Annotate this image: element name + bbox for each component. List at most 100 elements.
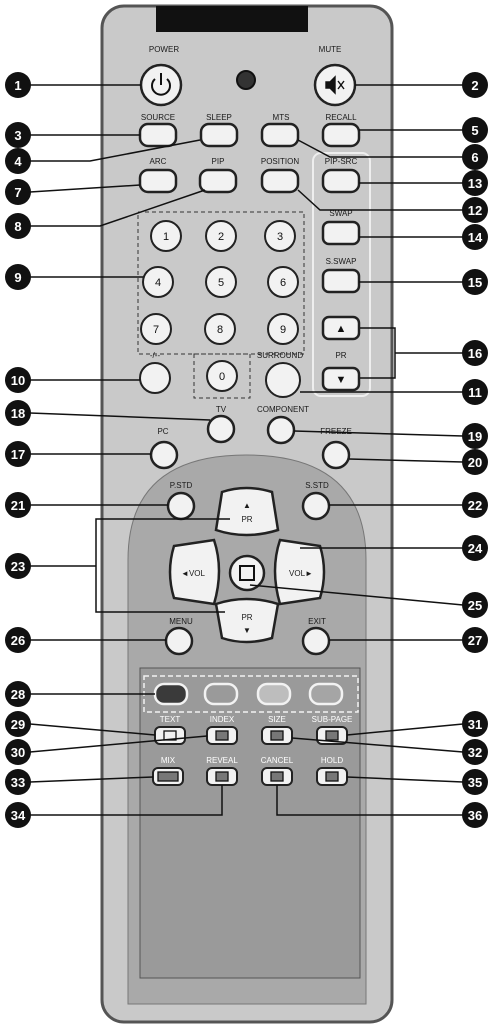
text-label: TEXT: [160, 715, 181, 724]
callout-14: 14: [462, 224, 488, 250]
recall-button[interactable]: [321, 122, 361, 148]
callout-9: 9: [5, 264, 31, 290]
digit-2-button[interactable]: [205, 220, 237, 252]
digit-5-button[interactable]: [205, 266, 237, 298]
callout-32: 32: [462, 739, 488, 765]
pr-up-nav-label: PR: [241, 515, 252, 524]
exit-button[interactable]: [301, 626, 331, 656]
digit-4-button[interactable]: [142, 266, 174, 298]
p-std-button[interactable]: [166, 491, 196, 521]
pr-up-button[interactable]: [321, 315, 361, 341]
svg-text:18: 18: [11, 406, 25, 421]
dash-label: -/--: [150, 351, 161, 360]
svg-text:11: 11: [468, 385, 482, 400]
green-key[interactable]: [203, 682, 239, 706]
cancel-icon: [270, 771, 284, 782]
exit-label: EXIT: [308, 617, 326, 626]
callout-3: 3: [5, 122, 31, 148]
callout-34: 34: [5, 802, 31, 828]
callout-20: 20: [462, 449, 488, 475]
digit-7-button[interactable]: [140, 313, 172, 345]
reveal-label: REVEAL: [206, 756, 238, 765]
svg-text:31: 31: [468, 717, 482, 732]
callout-22: 22: [462, 492, 488, 518]
pip-src-button[interactable]: [321, 168, 361, 194]
source-button[interactable]: [138, 122, 178, 148]
s-swap-button[interactable]: [321, 268, 361, 294]
callout-18: 18: [5, 400, 31, 426]
callout-7: 7: [5, 179, 31, 205]
svg-text:8: 8: [14, 219, 21, 234]
pip-button[interactable]: [198, 168, 238, 194]
svg-text:22: 22: [468, 498, 482, 513]
s-std-button[interactable]: [301, 491, 331, 521]
source-label: SOURCE: [141, 113, 175, 122]
digit-1-button[interactable]: [150, 220, 182, 252]
surround-label: SURROUND: [257, 351, 303, 360]
digit-3-button[interactable]: [264, 220, 296, 252]
svg-text:2: 2: [471, 78, 478, 93]
svg-text:24: 24: [468, 541, 483, 556]
callout-36: 36: [462, 802, 488, 828]
vol-left-button[interactable]: [168, 538, 221, 606]
svg-text:19: 19: [468, 429, 482, 444]
callout-35: 35: [462, 769, 488, 795]
pc-button[interactable]: [149, 440, 179, 470]
callout-11: 11: [462, 379, 488, 405]
svg-text:15: 15: [468, 275, 482, 290]
ok-button[interactable]: [228, 554, 266, 592]
svg-text:17: 17: [11, 447, 25, 462]
ir-sensor: [236, 70, 256, 90]
text-button[interactable]: [154, 726, 186, 745]
freeze-button[interactable]: [321, 440, 351, 470]
tv-button[interactable]: [206, 414, 236, 444]
svg-text:10: 10: [11, 373, 25, 388]
callout-21: 21: [5, 492, 31, 518]
callout-1: 1: [5, 72, 31, 98]
svg-text:33: 33: [11, 775, 25, 790]
callout-33: 33: [5, 769, 31, 795]
callout-24: 24: [462, 535, 488, 561]
callout-30: 30: [5, 739, 31, 765]
vol-left-arrow: ◄: [181, 569, 189, 578]
mts-button[interactable]: [260, 122, 300, 148]
vol-right-text: VOL: [289, 569, 306, 578]
digit-9-button[interactable]: [267, 313, 299, 345]
size-icon: [270, 730, 284, 741]
reveal-icon: [215, 771, 229, 782]
red-key[interactable]: [153, 682, 189, 706]
digit-0-button[interactable]: [206, 360, 238, 392]
blue-key[interactable]: [308, 682, 344, 706]
digit-6-button[interactable]: [267, 266, 299, 298]
sleep-button[interactable]: [199, 122, 239, 148]
digit-8-button[interactable]: [204, 313, 236, 345]
callout-29: 29: [5, 711, 31, 737]
pr-up-nav-button[interactable]: [214, 486, 280, 537]
vol-left-text: VOL: [189, 569, 206, 578]
callout-10: 10: [5, 367, 31, 393]
position-button[interactable]: [260, 168, 300, 194]
vol-left-label: ◄VOL: [181, 569, 205, 578]
dash-button[interactable]: [139, 362, 171, 394]
pr-down-nav-button[interactable]: [214, 597, 280, 644]
component-button[interactable]: [266, 415, 296, 445]
svg-text:20: 20: [468, 455, 482, 470]
callout-6: 6: [462, 144, 488, 170]
pc-label: PC: [157, 427, 168, 436]
right-column-group: [312, 152, 371, 397]
pr-side-label: PR: [335, 351, 346, 360]
pr-down-button[interactable]: [321, 366, 361, 392]
callout-25: 25: [462, 592, 488, 618]
menu-button[interactable]: [164, 626, 194, 656]
surround-button[interactable]: [265, 362, 301, 398]
digit-1-label: 1: [163, 231, 169, 243]
component-label: COMPONENT: [257, 405, 309, 414]
vol-right-label: VOL►: [289, 569, 313, 578]
digit-6-label: 6: [280, 277, 286, 289]
callout-13: 13: [462, 170, 488, 196]
arc-button[interactable]: [138, 168, 178, 194]
swap-button[interactable]: [321, 220, 361, 246]
svg-text:13: 13: [468, 176, 482, 191]
size-label: SIZE: [268, 715, 286, 724]
yellow-key[interactable]: [256, 682, 292, 706]
